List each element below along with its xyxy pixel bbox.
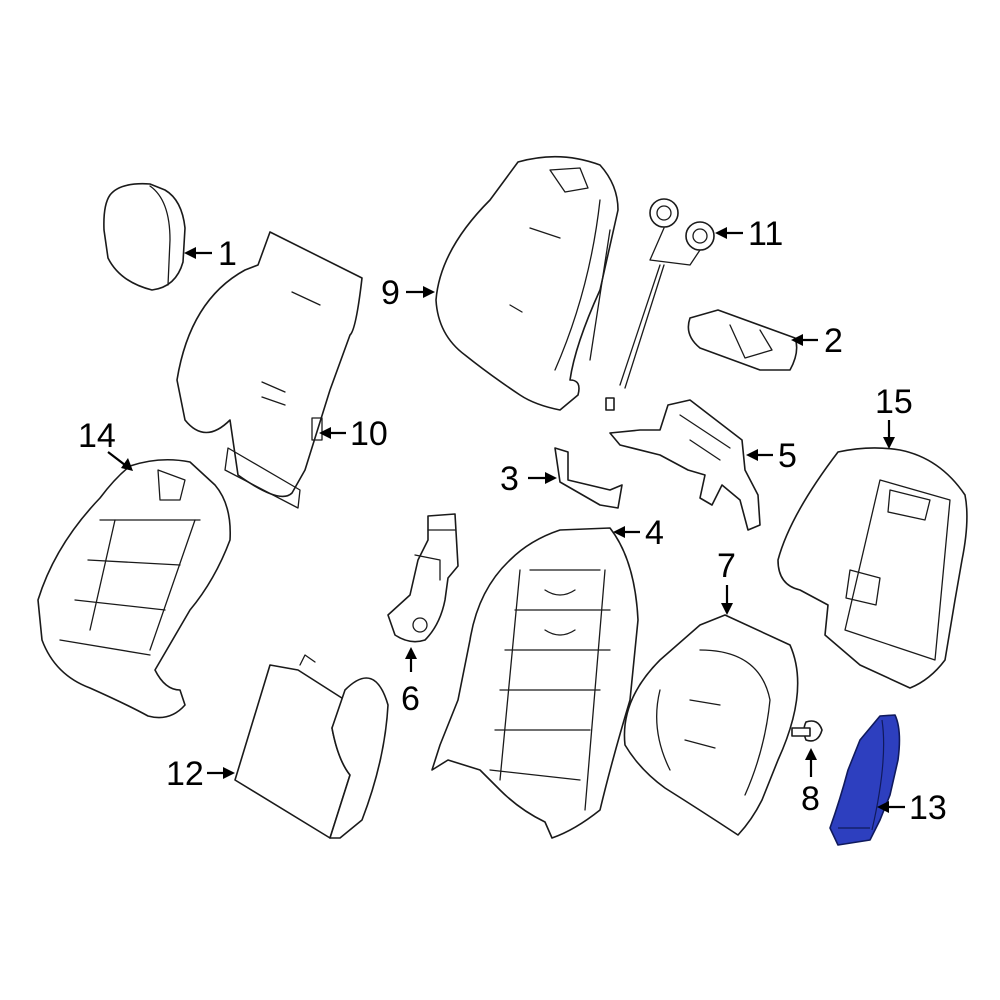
callout-label-15: 15: [875, 383, 913, 421]
callout-label-8: 8: [801, 780, 820, 818]
callout-6: 6: [401, 647, 420, 718]
callout-12: 12: [166, 755, 235, 793]
callout-11: 11: [715, 215, 783, 253]
callout-label-13: 13: [909, 789, 947, 827]
part-6-recliner-motor[interactable]: [387, 513, 459, 643]
part-10-seat-back-pad[interactable]: [176, 231, 363, 509]
part-4-seat-back-frame[interactable]: [431, 527, 639, 839]
callout-13: 13: [877, 789, 947, 827]
callout-7: 7: [717, 547, 736, 615]
part-1-headrest[interactable]: [103, 182, 186, 291]
callout-label-14: 14: [78, 417, 116, 455]
callout-label-10: 10: [350, 415, 388, 453]
callout-label-6: 6: [401, 680, 420, 718]
part-14-seat-back-cover[interactable]: [37, 458, 232, 719]
part-15-back-shell[interactable]: [777, 447, 968, 689]
callout-label-9: 9: [381, 274, 400, 312]
part-7-frame-panel[interactable]: [623, 614, 799, 836]
callout-label-2: 2: [824, 322, 843, 360]
callout-8: 8: [801, 748, 820, 818]
callout-label-11: 11: [748, 215, 783, 253]
callout-label-5: 5: [778, 437, 797, 475]
part-5-bracket-assembly[interactable]: [609, 399, 761, 531]
callout-label-4: 4: [645, 514, 664, 552]
callout-5: 5: [746, 437, 797, 475]
callout-1: 1: [184, 235, 237, 273]
part-13-trim-panel[interactable]: [829, 714, 901, 846]
callout-10: 10: [319, 415, 388, 453]
callout-9: 9: [381, 274, 435, 312]
part-12-back-panel[interactable]: [234, 654, 389, 839]
callout-2: 2: [791, 322, 843, 360]
callout-label-1: 1: [218, 235, 237, 273]
callout-15: 15: [875, 383, 913, 449]
part-2-pad[interactable]: [687, 309, 798, 371]
part-11-connector-cable[interactable]: [605, 198, 715, 411]
callout-14: 14: [78, 417, 133, 471]
callout-label-7: 7: [717, 547, 736, 585]
part-3-bracket[interactable]: [554, 447, 623, 509]
part-8-bolt[interactable]: [791, 720, 823, 742]
part-9-seat-back-cushion[interactable]: [435, 155, 619, 411]
callout-label-3: 3: [500, 460, 519, 498]
callout-4: 4: [613, 514, 664, 552]
callout-3: 3: [500, 460, 557, 498]
callout-label-12: 12: [166, 755, 204, 793]
